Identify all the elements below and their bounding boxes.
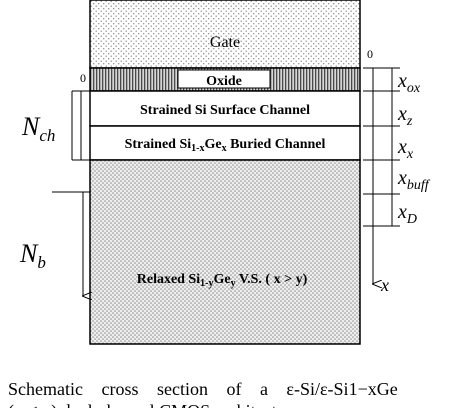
oxide-label-box: [177, 69, 271, 89]
caption-line-1: Schematic cross section of a ε-Si/ε-Si1−…: [8, 379, 398, 399]
surface-channel-layer: [89, 90, 361, 127]
substrate-layer: [89, 159, 361, 345]
buried-channel-label: Strained Si1-xGex Buried Channel: [125, 137, 326, 154]
thickness-label-D: xD: [397, 201, 417, 227]
gate-layer: [89, 0, 361, 69]
substrate-doping-label: Nb: [19, 239, 46, 272]
gate-label: Gate: [210, 34, 240, 51]
thickness-label-x: xx: [397, 136, 414, 162]
oxide-label: Oxide: [206, 74, 242, 89]
channel-doping-bracket: [71, 90, 90, 161]
substrate-label: Relaxed Si1-yGey V.S. ( x > y): [137, 272, 308, 289]
origin-mark-left: 0: [80, 71, 86, 85]
channel-doping-label: Nch: [21, 112, 55, 145]
thickness-label-z: xz: [397, 103, 413, 129]
buried-channel-layer: [89, 125, 361, 161]
thickness-dimension-marks: [363, 67, 400, 227]
thickness-label-buff: xbuff: [397, 167, 431, 193]
caption-line-2: (y < x) dual-channel CMOS architecture.: [8, 400, 474, 408]
surface-channel-label: Strained Si Surface Channel: [140, 103, 310, 118]
depth-axis-label: x: [380, 275, 389, 295]
origin-mark-right: 0: [367, 47, 373, 61]
figure-caption: Schematic cross section of a ε-Si/ε-Si1−…: [8, 378, 474, 408]
thickness-label-ox: xox: [397, 70, 421, 96]
